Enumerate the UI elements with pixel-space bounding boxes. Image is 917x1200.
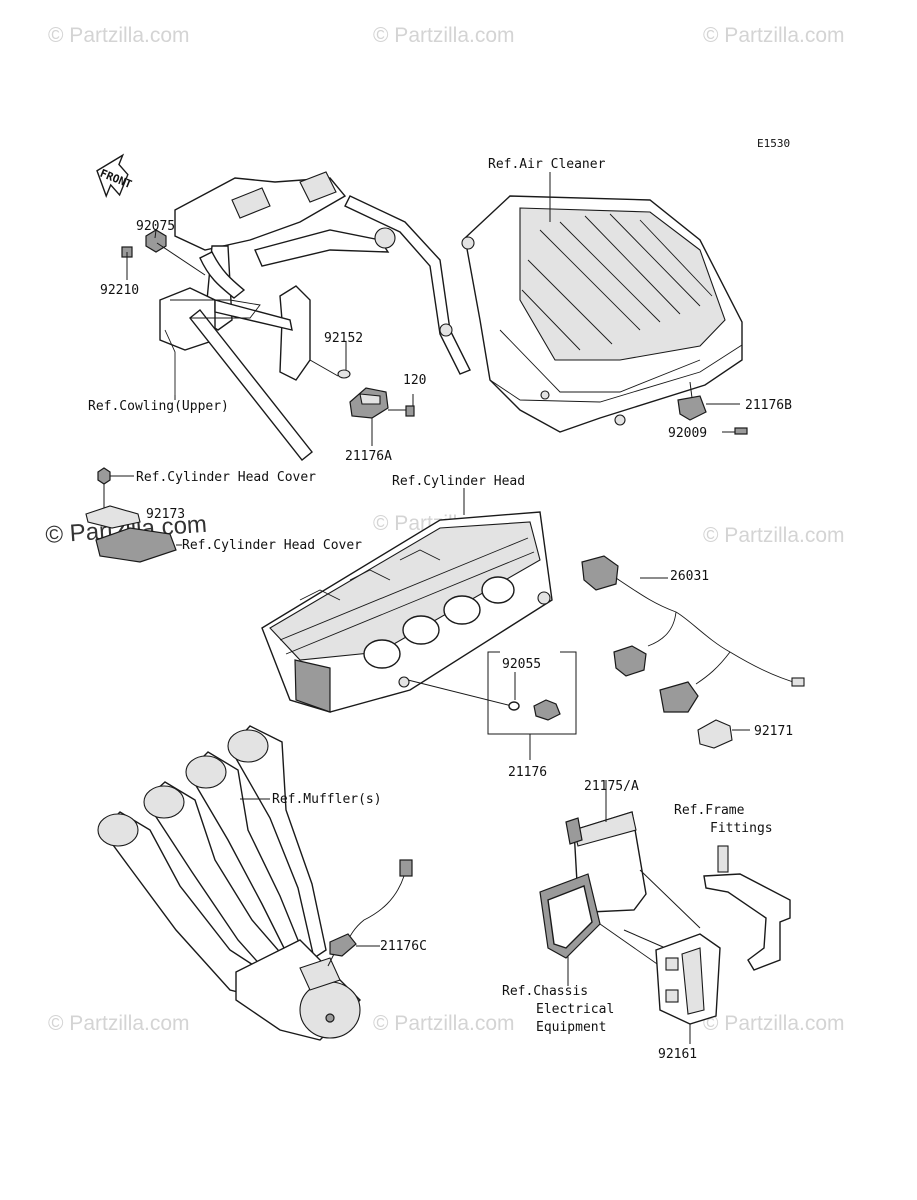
cylinder-head	[261, 511, 553, 713]
label-ref-chassis-equipment: Equipment	[536, 1020, 606, 1035]
label-ref-frame-fittings: Fittings	[710, 821, 773, 836]
sensor-21176A	[349, 387, 389, 446]
frame-fitting-bracket	[703, 845, 791, 971]
label-ref-cowling-upper: Ref.Cowling(Upper)	[88, 399, 229, 414]
label-92210: 92210	[100, 283, 139, 298]
watermark: © Partzilla.com	[703, 24, 845, 47]
bolt-120	[388, 394, 415, 417]
ecu-21175A	[565, 780, 647, 913]
wire-harness-26031	[581, 555, 805, 713]
label-26031: 26031	[670, 569, 709, 584]
clip-92171	[697, 719, 750, 749]
fastener-92075	[145, 229, 167, 253]
watermark: © Partzilla.com	[373, 24, 515, 47]
label-21176C: 21176C	[380, 939, 427, 954]
label-ref-air-cleaner: Ref.Air Cleaner	[488, 157, 606, 172]
chassis-electrical-unit	[539, 873, 661, 986]
label-92055: 92055	[502, 657, 541, 672]
watermark: © Partzilla.com	[373, 1012, 515, 1035]
clamp-92173	[85, 505, 141, 529]
label-92173: 92173	[146, 507, 185, 522]
bolt-ref-cylinder-head-cover	[97, 467, 134, 510]
label-ref-mufflers: Ref.Muffler(s)	[272, 792, 382, 807]
watermark: © Partzilla.com	[48, 24, 190, 47]
label-ref-cylinder-head-cover-1: Ref.Cylinder Head Cover	[136, 470, 316, 485]
label-ref-chassis-electrical: Electrical	[536, 1002, 614, 1017]
label-120: 120	[403, 373, 426, 388]
label-21176A: 21176A	[345, 449, 392, 464]
cover-ref-cylinder-head-cover	[95, 527, 182, 563]
front-arrow-icon: FRONT	[96, 153, 134, 198]
label-92009: 92009	[668, 426, 707, 441]
label-21176: 21176	[508, 765, 547, 780]
sensor-21176C	[327, 859, 413, 967]
diagram-code: E1530	[757, 137, 790, 150]
label-92075: 92075	[136, 219, 175, 234]
screw-92009	[722, 427, 748, 435]
label-ref-chassis: Ref.Chassis	[502, 984, 588, 999]
label-ref-frame: Ref.Frame	[674, 803, 745, 818]
cowling-stay-frame	[159, 171, 471, 461]
connector-lines-ecu	[623, 869, 701, 951]
intake-ports	[363, 576, 515, 669]
watermark: © Partzilla.com	[48, 1012, 190, 1035]
label-92161: 92161	[658, 1047, 697, 1062]
label-21175A: 21175/A	[584, 779, 639, 794]
box-92161	[655, 933, 721, 1044]
watermark: © Partzilla.com	[703, 524, 845, 547]
sensor-21176B	[677, 381, 740, 421]
air-cleaner-housing	[461, 195, 743, 433]
detail-box-92055-21176	[487, 651, 577, 760]
label-ref-cylinder-head-cover-2: Ref.Cylinder Head Cover	[182, 538, 362, 553]
label-92171: 92171	[754, 724, 793, 739]
exhaust-header	[97, 725, 361, 1041]
label-21176B: 21176B	[745, 398, 792, 413]
watermark: © Partzilla.com	[703, 1012, 845, 1035]
label-ref-cylinder-head: Ref.Cylinder Head	[392, 474, 525, 489]
label-92152: 92152	[324, 331, 363, 346]
washer-92152	[337, 369, 351, 379]
